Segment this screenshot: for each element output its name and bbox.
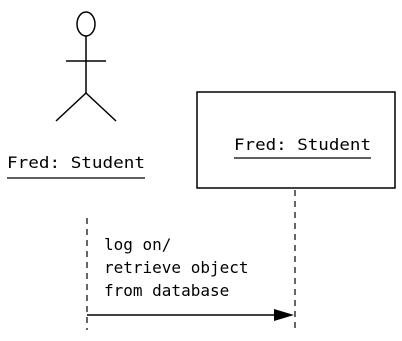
- actor-right-leg: [85, 92, 117, 122]
- object-box: [196, 91, 396, 189]
- actor-stick-figure-icon: [55, 11, 117, 122]
- message-line-2: retrieve object: [104, 258, 249, 277]
- message-arrowhead-icon: [274, 309, 294, 321]
- actor-head: [76, 11, 96, 37]
- message-line-3: from database: [104, 281, 229, 300]
- object-label: Fred: Student: [234, 135, 371, 154]
- message-line-1: log on/: [104, 235, 171, 254]
- actor-label: Fred: Student: [7, 153, 145, 172]
- actor-left-leg: [55, 92, 87, 122]
